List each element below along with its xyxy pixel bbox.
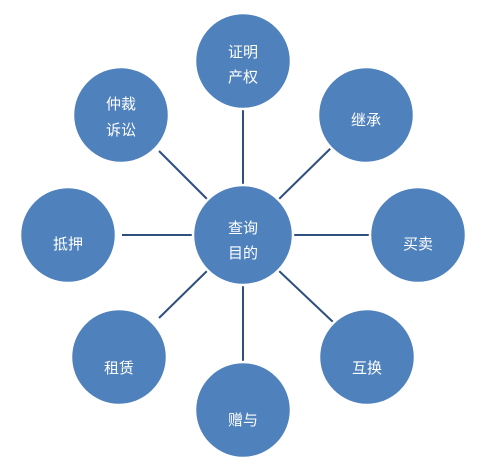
node-inheritance-label: 继承 (351, 111, 381, 129)
node-buy-sell: 买卖 (368, 185, 468, 285)
center-node: 查询 目的 (191, 183, 295, 287)
connectors (122, 108, 369, 362)
node-arbitration-label-line-1: 仲裁 (106, 95, 136, 113)
connector-arbitration (158, 150, 209, 201)
center-node-label-line-2: 目的 (228, 244, 258, 262)
node-gift: 赠与 (193, 360, 293, 460)
node-exchange-label: 互换 (352, 359, 382, 377)
node-mortgage-label: 抵押 (53, 235, 83, 253)
node-lease: 租赁 (69, 307, 169, 407)
connector-lease (158, 269, 209, 319)
node-prove-ownership-label-line-1: 证明 (228, 43, 258, 61)
node-exchange: 互换 (317, 307, 417, 407)
node-gift-circle (193, 360, 293, 460)
node-inheritance-circle (316, 65, 416, 165)
center-node-label-line-1: 查询 (228, 219, 258, 237)
node-prove-ownership-circle (193, 11, 293, 111)
node-buy-sell-label: 买卖 (403, 235, 433, 253)
node-prove-ownership-label-line-2: 产权 (228, 68, 258, 86)
center-node-circle (191, 183, 295, 287)
connector-inheritance (277, 147, 332, 201)
node-lease-circle (69, 307, 169, 407)
node-buy-sell-circle (368, 185, 468, 285)
node-mortgage-circle (18, 185, 118, 285)
node-prove-ownership: 证明 产权 (193, 11, 293, 111)
node-arbitration-circle (71, 65, 171, 165)
node-arbitration-label-line-2: 诉讼 (106, 121, 136, 139)
node-lease-label: 租赁 (104, 359, 134, 377)
node-inheritance: 继承 (316, 65, 416, 165)
node-mortgage: 抵押 (18, 185, 118, 285)
node-gift-label: 赠与 (228, 411, 258, 429)
connector-exchange (277, 269, 334, 323)
node-arbitration: 仲裁 诉讼 (71, 65, 171, 165)
node-exchange-circle (317, 307, 417, 407)
